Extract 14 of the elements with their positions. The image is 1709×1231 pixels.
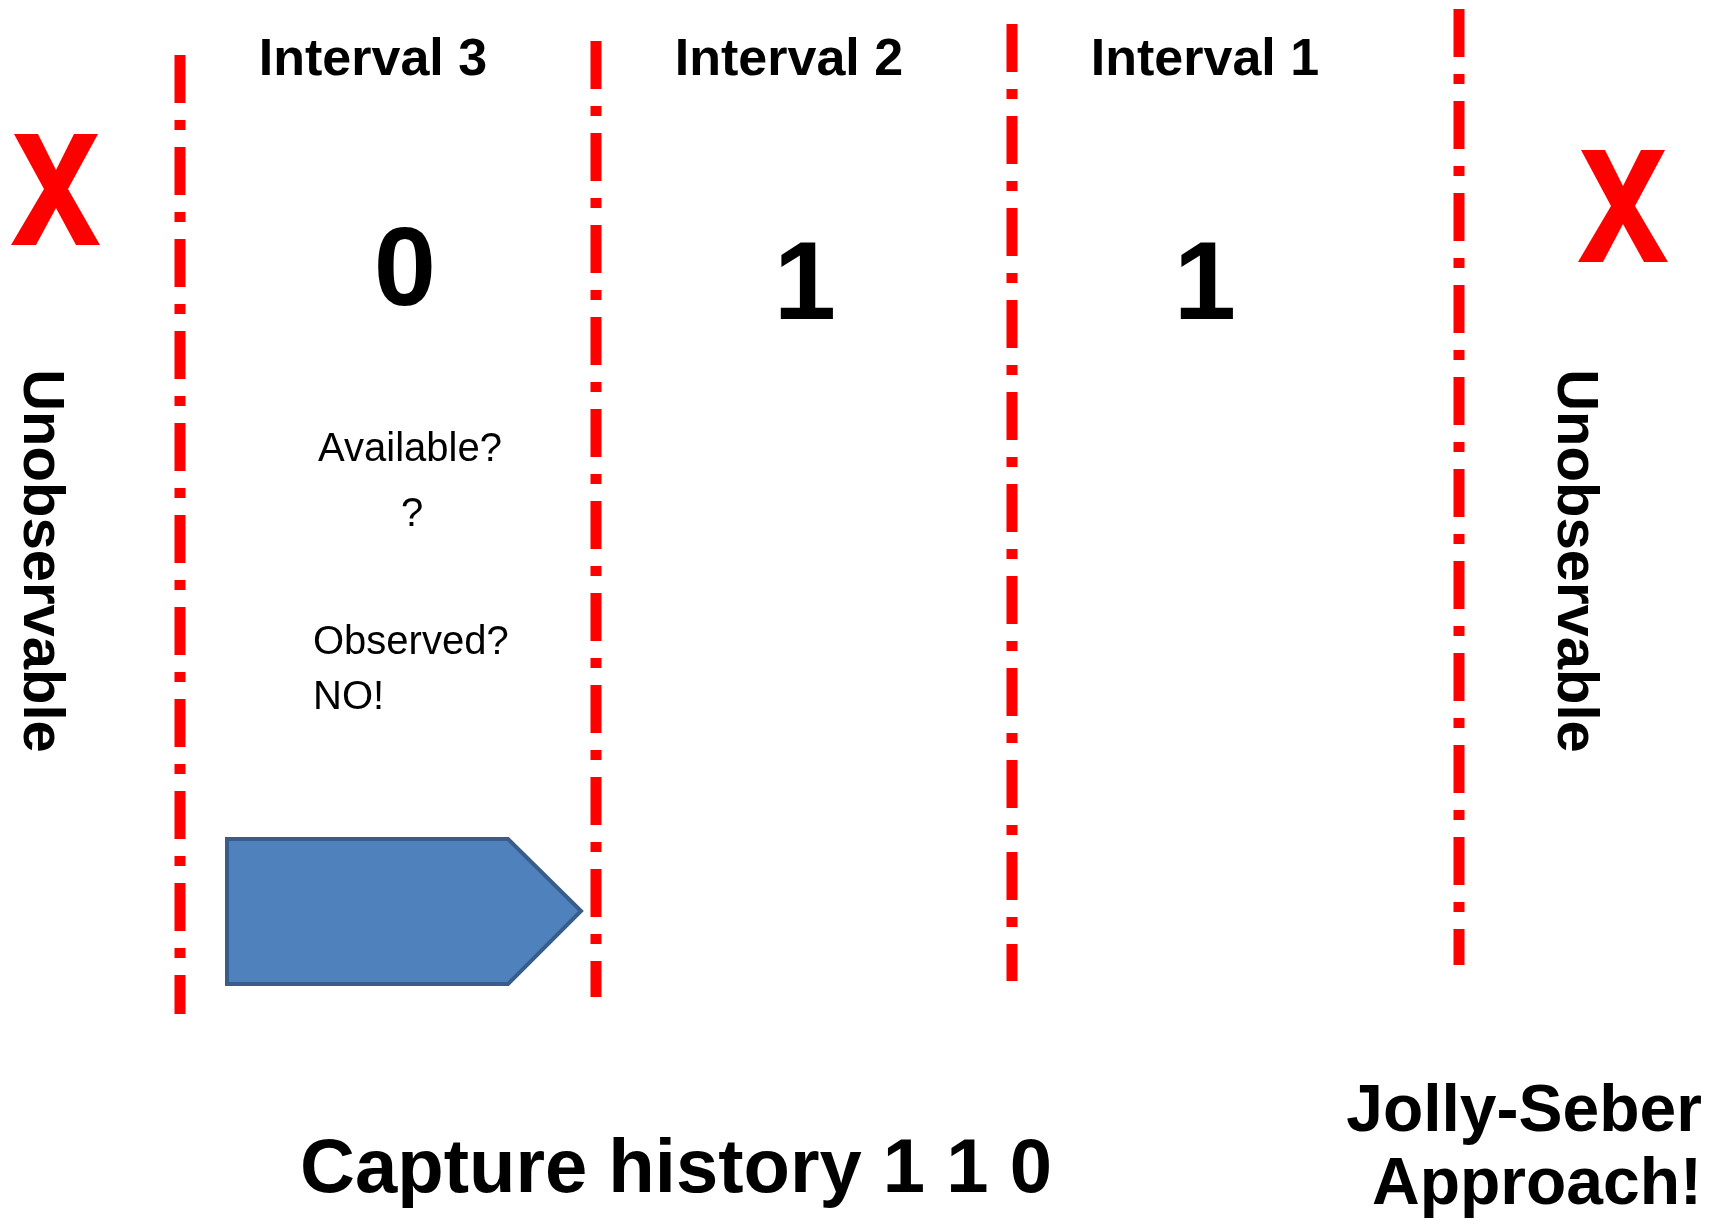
diagram-title: Capture history 1 1 0 [300, 1124, 1052, 1208]
side-label: Unobservable [1546, 369, 1610, 753]
column-heading: Interval 2 [674, 29, 904, 87]
method-note: Jolly-Seber Approach! [1345, 1072, 1702, 1218]
column-heading: Interval 1 [1090, 29, 1320, 87]
capture-value: 1 [1173, 219, 1237, 343]
capture-value: 0 [373, 205, 437, 329]
capture-value: 1 [773, 219, 837, 343]
question-text: ? [400, 490, 424, 534]
question-text: Observed? [313, 618, 509, 662]
column-heading: Interval 3 [258, 29, 488, 87]
side-label: Unobservable [12, 369, 76, 753]
question-text: Available? [318, 425, 502, 469]
answer-text: NO! [313, 673, 385, 717]
